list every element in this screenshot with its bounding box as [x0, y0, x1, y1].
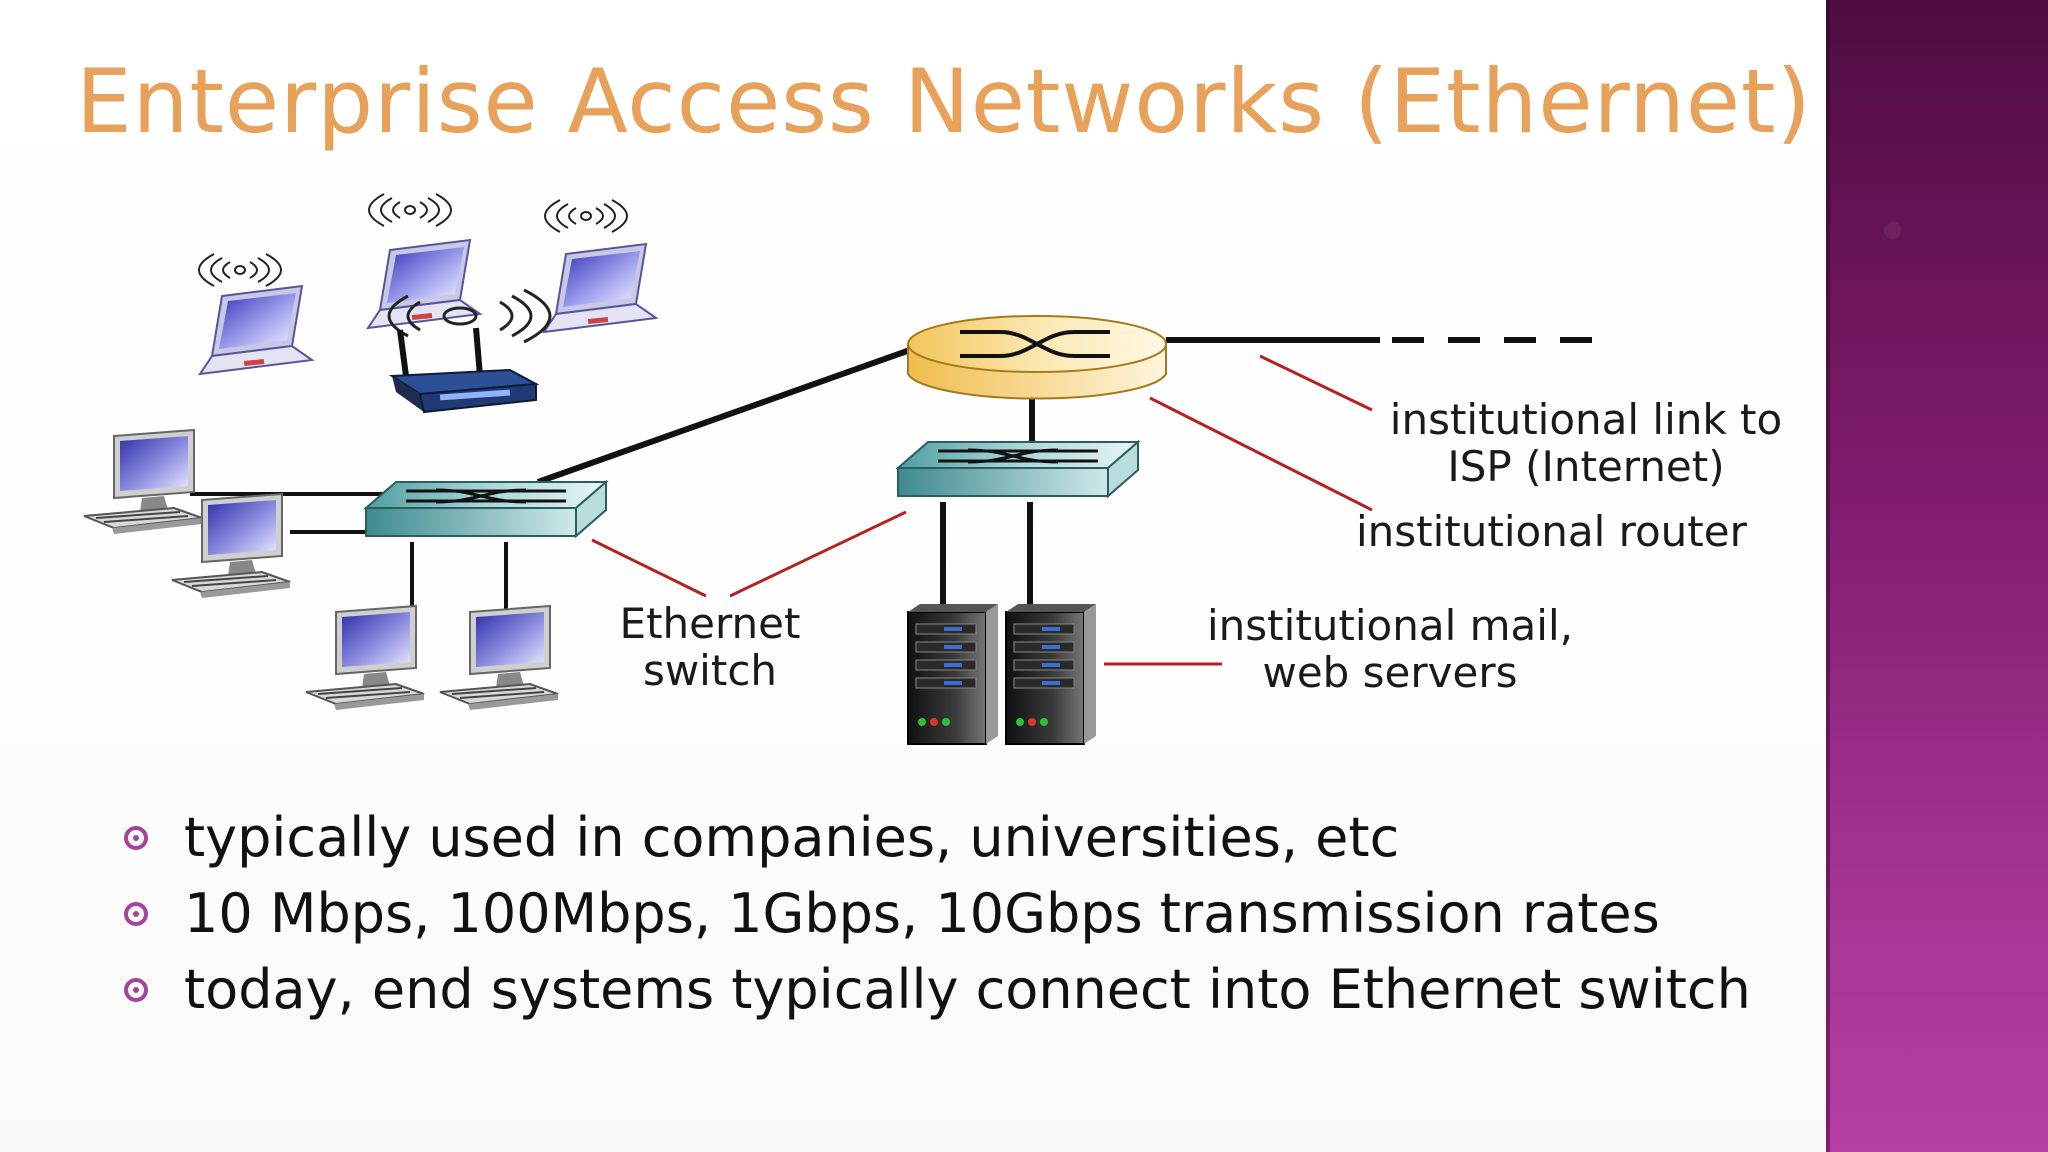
server-icon [1005, 603, 1097, 745]
wireless-access-point-icon [387, 288, 552, 414]
bullet-text: today, end systems typically connect int… [184, 958, 1751, 1021]
bullet-circle-icon [124, 902, 148, 926]
laptop-icon [367, 239, 481, 329]
bullet-text: typically used in companies, universitie… [184, 806, 1400, 869]
desktop-computer-icon [439, 605, 559, 711]
wifi-waves-icon [368, 193, 452, 227]
bullet-circle-icon [124, 826, 148, 850]
desktop-computer-icon [83, 429, 203, 535]
wifi-waves-icon [198, 253, 282, 287]
isp-link-label: institutional link to ISP (Internet) [1389, 395, 1783, 491]
bullet-text: 10 Mbps, 100Mbps, 1Gbps, 10Gbps transmis… [184, 882, 1660, 945]
decorative-side-panel [1826, 0, 2048, 1152]
desktop-computer-icon [305, 605, 425, 711]
bullet-circle-icon [124, 978, 148, 1002]
callout-lines [591, 354, 1373, 666]
bullet-list: typically used in companies, universitie… [120, 800, 1751, 1028]
desktop-computer-icon [171, 493, 291, 599]
laptop-icon [543, 243, 657, 333]
bullet-item: today, end systems typically connect int… [120, 952, 1751, 1028]
ethernet-switch-icon [896, 440, 1140, 498]
network-diagram: Ethernet switch institutional link to IS… [0, 180, 1826, 760]
router-icon [907, 315, 1167, 400]
servers-label: institutional mail, web servers [1207, 601, 1573, 697]
side-panel-edge [1826, 0, 1830, 1152]
wifi-waves-icon [544, 199, 628, 233]
router-label: institutional router [1356, 507, 1747, 556]
server-icon [907, 603, 999, 745]
slide: Enterprise Access Networks (Ethernet) [0, 0, 1826, 1152]
ethernet-switch-icon [364, 480, 608, 538]
ethernet-switch-label: Ethernet switch [619, 599, 801, 695]
bullet-item: typically used in companies, universitie… [120, 800, 1751, 876]
laptop-icon [199, 285, 313, 375]
network-links [190, 337, 1600, 612]
slide-title: Enterprise Access Networks (Ethernet) [76, 50, 1812, 153]
bullet-item: 10 Mbps, 100Mbps, 1Gbps, 10Gbps transmis… [120, 876, 1751, 952]
